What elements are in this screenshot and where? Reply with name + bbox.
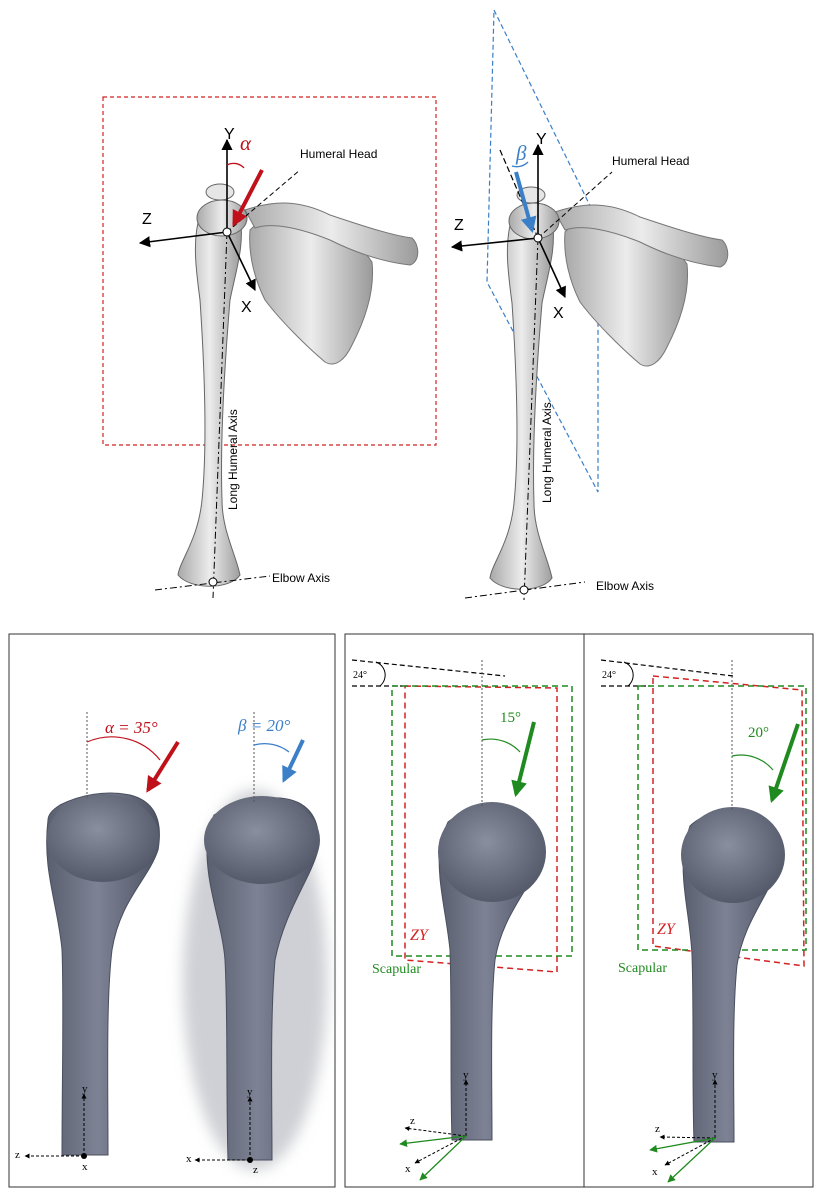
alpha-arc [87,737,160,760]
origin-point [223,228,231,236]
elbow-axis-label: Elbow Axis [272,571,330,585]
angle-arc [732,755,773,770]
humeral-head-1 [47,794,159,882]
humeral-head [509,203,559,239]
force-arrow-red [148,742,178,790]
angle-label: 15° [500,710,521,726]
elbow-point [209,578,217,586]
local-y-label-2: y [247,1086,253,1098]
tilt-line-upper [601,660,733,676]
alpha-value: α = 35° [105,718,158,737]
angle-label: 20° [748,725,769,741]
local-x-label-1: x [82,1161,88,1173]
long-axis-label: Long Humeral Axis [226,409,240,510]
humeral-head [438,802,546,902]
tilt-label: 24° [602,670,616,681]
local-x-label: x [652,1166,658,1178]
local-z-label: z [410,1115,415,1127]
local-x-label: x [405,1163,411,1175]
humeral-head-2 [204,796,320,884]
humeral-head-label: Humeral Head [300,147,377,161]
humerus [178,204,241,587]
green-z-axis [650,1138,715,1150]
humeral-head [197,200,247,236]
beta-label: β [515,141,527,165]
humeral-head-label: Humeral Head [612,154,689,168]
green-x-axis [420,1136,466,1180]
tilt-arc [376,662,385,686]
zy-label: ZY [657,921,677,938]
scapular-label: Scapular [618,961,667,976]
beta-value: β = 20° [237,716,290,735]
local-z-label-2: z [253,1164,258,1176]
beta-arc [254,744,289,752]
panel-c: 24° 20° ZY Scapular y z x [601,660,806,1182]
x-label: X [553,305,564,322]
top-right-illustration: Y Z X β Humeral Head Long Humeral Axis E… [452,10,728,600]
scapular-label: Scapular [372,962,421,977]
tilt-arc [624,662,633,686]
zy-label: ZY [410,927,430,944]
local-z-label: z [655,1123,660,1135]
local-origin-2 [247,1157,253,1163]
force-arrow-blue [284,740,303,780]
humerus [490,207,553,590]
local-x-label-2: x [186,1153,192,1165]
alpha-arc [227,163,244,168]
local-origin-1 [81,1153,87,1159]
force-arrow-green [772,724,798,800]
z-label: Z [142,211,152,228]
local-y-label-1: y [82,1083,88,1095]
top-left-illustration: Y Z X α Humeral Head Long Humeral Axis E… [103,97,436,598]
humeral-head [681,807,785,903]
tilt-label: 24° [353,670,367,681]
alpha-label: α [240,131,252,155]
angle-arc [482,739,520,752]
coracoid [206,184,234,200]
y-label: Y [536,131,547,148]
origin-point [534,234,542,242]
local-z-label-1: z [15,1149,20,1161]
y-label: Y [224,126,235,143]
z-label: Z [454,217,464,234]
local-y-label: y [463,1069,469,1081]
local-y-label: y [712,1069,718,1081]
force-arrow-green [516,722,534,794]
panel-b: 24° 15° ZY Scapular y z x [352,660,572,1180]
panel-a: α = 35° β = 20° y z x y x z [15,712,327,1176]
elbow-axis-label: Elbow Axis [596,579,654,593]
x-label: X [241,299,252,316]
elbow-point [520,586,528,594]
long-axis-label: Long Humeral Axis [540,402,554,503]
